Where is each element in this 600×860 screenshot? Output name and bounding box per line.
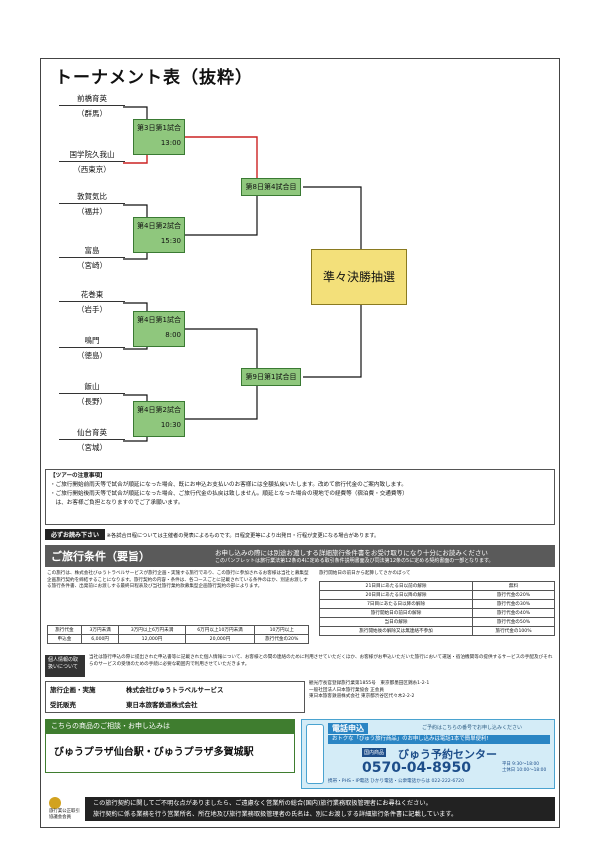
match-box: 第4日第2試合 10:30 — [133, 401, 185, 437]
table-row: 21日目にあたる日以前の解除無料 — [318, 581, 555, 591]
personal-info-label: 個人情報の取扱いについて — [45, 655, 85, 677]
must-read-tag: 必ずお読み下さい — [45, 529, 106, 540]
conditions-header: ご旅行条件（要旨） お申し込みの際には別途お渡しする詳細旅行条件書をお受け取りに… — [45, 545, 555, 567]
match-box: 第4日第2試合 15:30 — [133, 217, 185, 253]
deposit-table: 旅行代金 3万円未満 3万円以上6万円未満 6万円以上10万円未満 10万円以上… — [47, 625, 309, 644]
must-read-text: ※各試合日程については主催者の発表によるものです。日程変更等により出発日・行程が… — [106, 533, 380, 539]
table-row: 旅行開始日の前日の解除旅行代金の40% — [318, 608, 555, 618]
table-row: 旅行代金 3万円未満 3万円以上6万円未満 6万円以上10万円未満 10万円以上 — [47, 625, 309, 635]
association-badge: 旅行業公正取引 協議会会員 — [49, 797, 80, 821]
organizer-box: 旅行企画・実施 株式会社びゅうトラベルサービス 受託販売 東日本旅客鉄道株式会社 — [45, 681, 305, 713]
shop-names: びゅうプラザ仙台駅・びゅうプラザ多賀城駅 — [45, 733, 295, 773]
match-box: 第3日第1試合 13:00 — [133, 119, 185, 155]
quarterfinal-draw-box: 準々決勝抽選 — [311, 249, 407, 305]
team-entry: 国学院久我山 （西東京） — [59, 149, 125, 183]
table-row: 申込金 6,000円 12,000円 20,000円 旅行代金の20% — [47, 634, 309, 644]
phone-icon — [306, 724, 324, 784]
personal-info-text: 当社は旅行申込の際に提出された申込書等に記載された個人情報について、お客様との間… — [89, 655, 553, 667]
team-entry: 敦賀気比 （福井） — [59, 191, 125, 225]
team-entry: 飯山 （長野） — [59, 381, 125, 415]
match-box: 第4日第1試合 8:00 — [133, 311, 185, 347]
match-box-round2: 第8日第4試合目 — [241, 178, 301, 196]
table-row: 20日目にあたる日以降の解除旅行代金の20% — [318, 590, 555, 600]
must-read-row: 必ずお読み下さい ※各試合日程については主催者の発表によるものです。日程変更等に… — [45, 529, 555, 541]
jr-east-logo-text: 東日本旅客鉄道株式会社 — [126, 701, 198, 709]
phone-reservation-box: 電話申込 ご予約はこちらの番号でお申し込みください おトクな「びゅう旅行商品」の… — [301, 719, 555, 789]
phone-number[interactable]: 0570-04-8950 — [362, 760, 472, 776]
conditions-text: この旅行は、株式会社びゅうトラベルサービスが旅行企画・実施する旅行であり、この旅… — [47, 571, 309, 589]
registration-info: 観光庁長官登録旅行業第1855号 東京都墨田区錦糸1-2-1 一般社団法人日本旅… — [309, 681, 430, 699]
table-row: 旅行開始後の解除又は無連絡不参加旅行代金の100% — [318, 626, 555, 636]
team-entry: 花巻東 （岩手） — [59, 289, 125, 323]
cancel-heading: 旅行開始日の前日から起算してさかのぼって — [319, 571, 411, 576]
cancel-fee-table: 21日目にあたる日以前の解除無料 20日目にあたる日以降の解除旅行代金の20% … — [318, 581, 555, 636]
table-row: 7日目にあたる日以降の解除旅行代金の30% — [318, 599, 555, 609]
tour-notes: 【ツアーの注意事項】 ・ご旅行開始前雨天等で試合が順延になった場合、既にお申込お… — [45, 469, 555, 525]
team-entry: 仙台育英 （宮城） — [59, 427, 125, 461]
page-title: トーナメント表（抜粋） — [55, 68, 253, 88]
shop-header: こちらの商品のご相談・お申し込みは — [45, 719, 295, 733]
team-entry: 鳴門 （徳島） — [59, 335, 125, 369]
table-row: 当日の解除旅行代金の50% — [318, 617, 555, 627]
match-box-round2: 第9日第1試合目 — [241, 368, 301, 386]
team-entry: 前橋育英 （群馬） — [59, 93, 125, 127]
seal-icon — [49, 797, 61, 809]
team-entry: 富島 （宮崎） — [59, 245, 125, 279]
footer-notice: この旅行契約に関してご不明な点がありましたら、ご遠慮なく営業所の総合(国内)旅行… — [85, 797, 555, 821]
flyer-page: トーナメント表（抜粋） 前橋育英 （群馬） — [40, 58, 560, 828]
